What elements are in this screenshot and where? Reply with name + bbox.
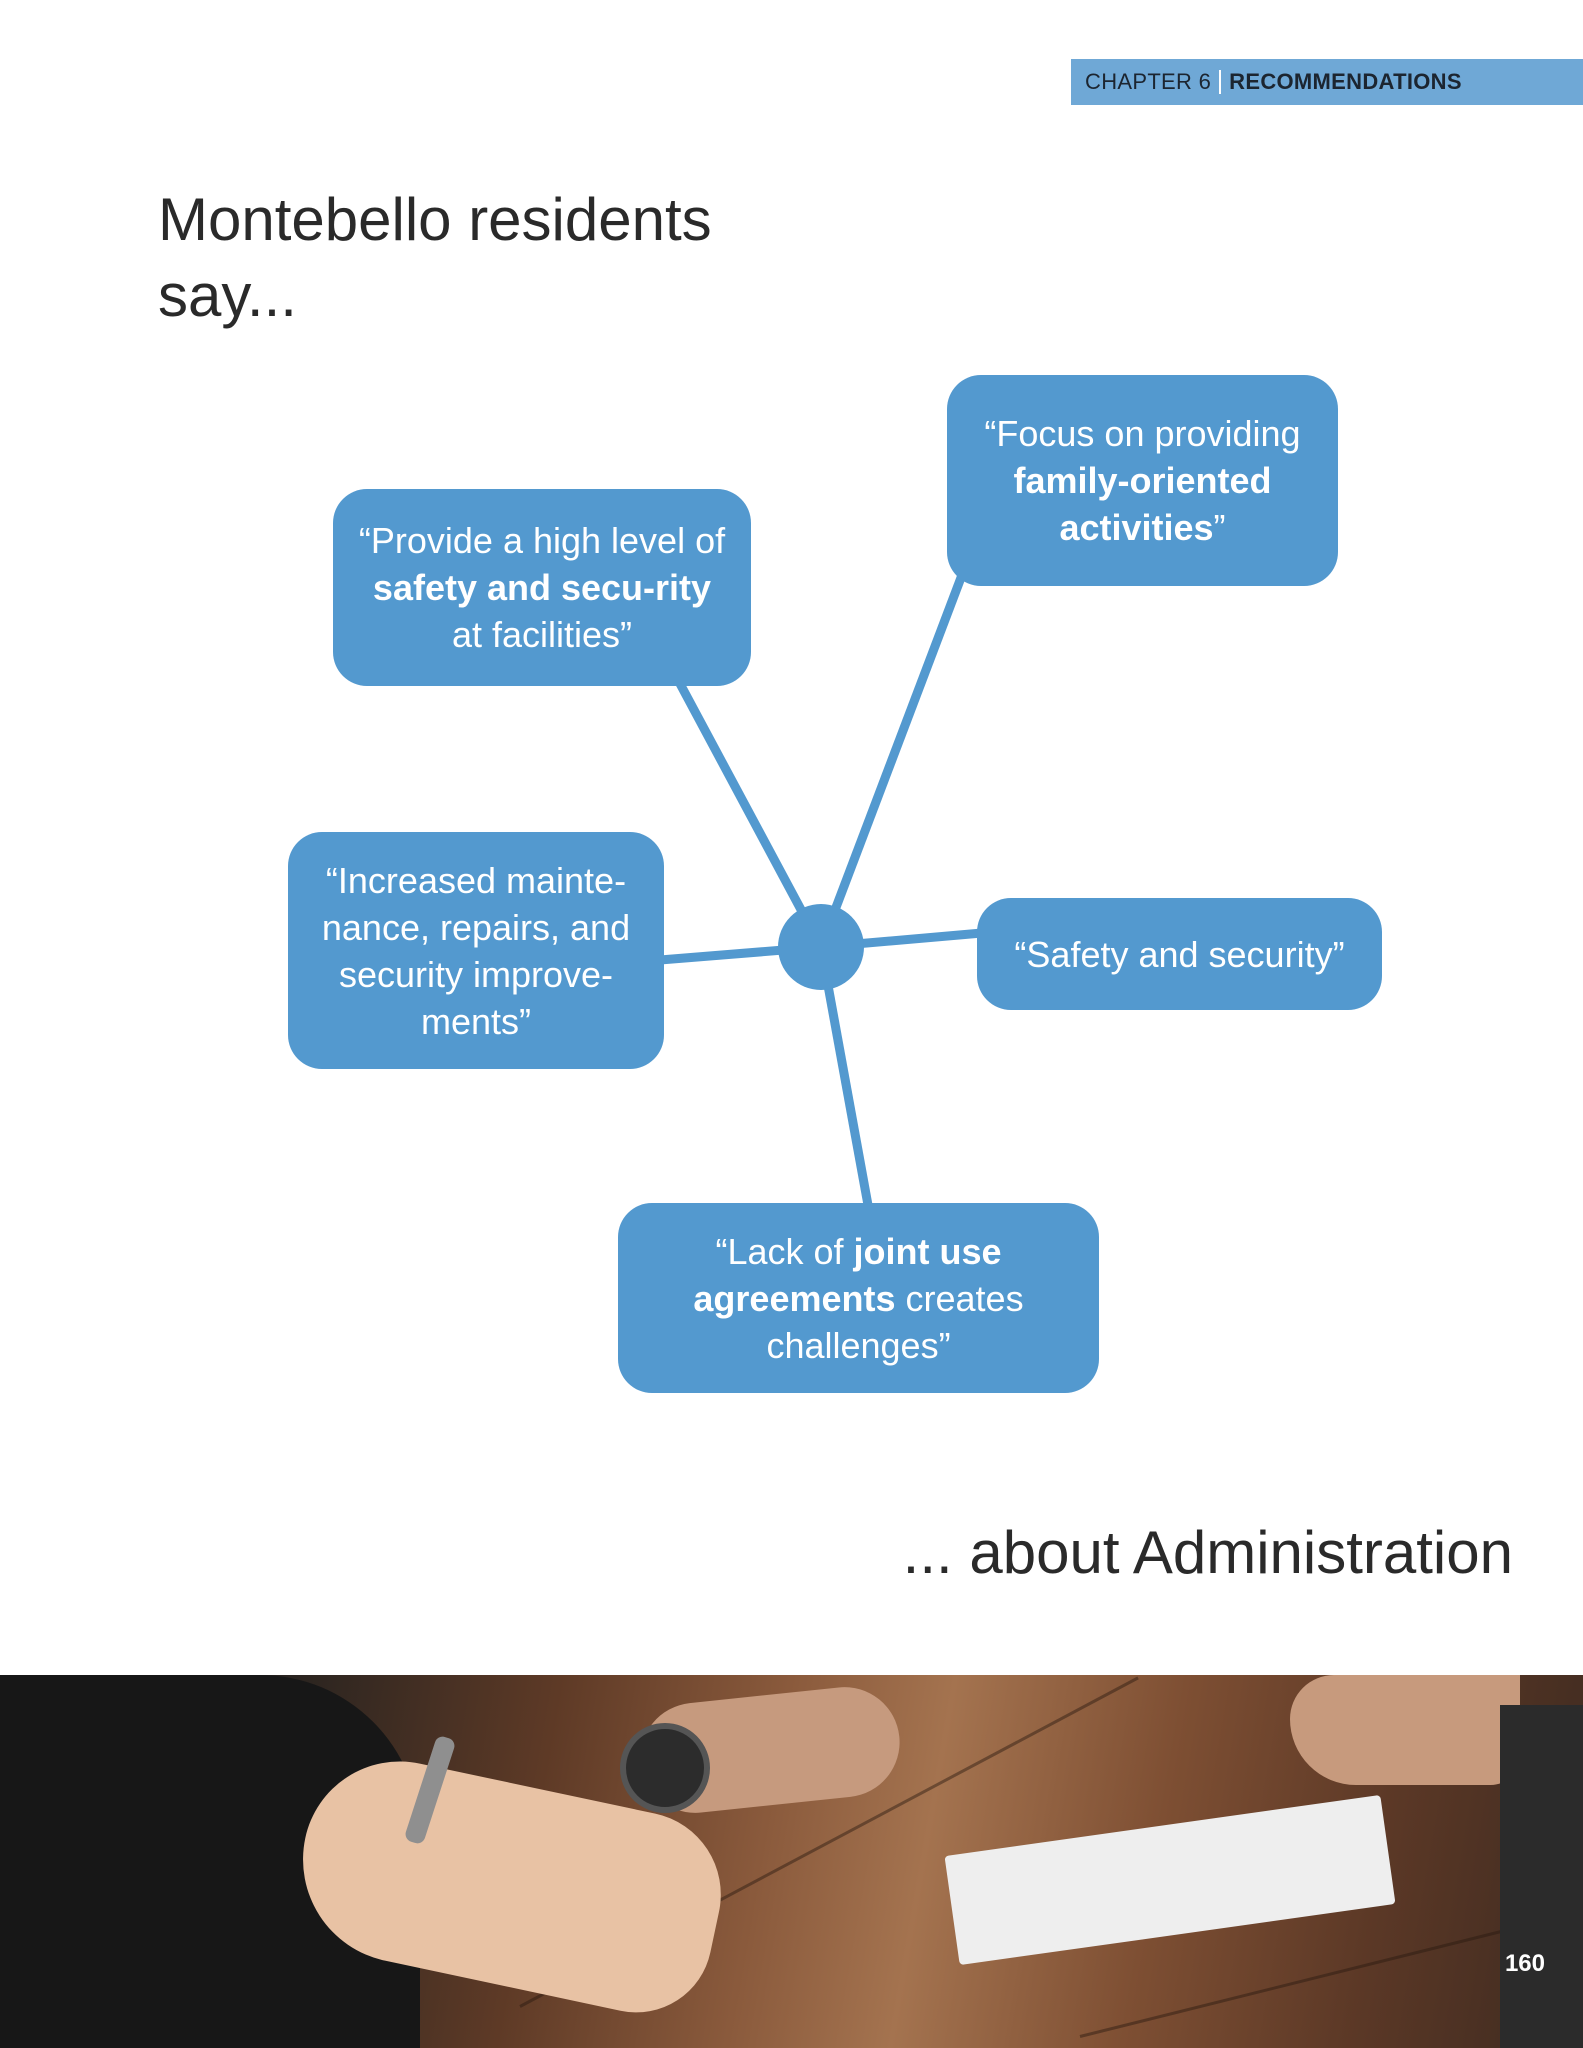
header-divider (1219, 70, 1222, 94)
section-label: RECOMMENDATIONS (1229, 69, 1462, 94)
quote-text: “Focus on providing family-oriented acti… (984, 413, 1301, 548)
section-subtitle: ... about Administration (902, 1519, 1513, 1586)
title-line-2: say... (158, 262, 297, 329)
chapter-label: CHAPTER 6 (1085, 69, 1212, 94)
quote-text: “Provide a high level of safety and secu… (358, 520, 726, 655)
quote-bubble-family: “Focus on providing family-oriented acti… (947, 375, 1338, 586)
quote-bubble-maintenance: “Increased mainte-nance, repairs, and se… (288, 832, 664, 1069)
title-line-1: Montebello residents (158, 186, 712, 253)
quote-bubble-joint-use: “Lack of joint use agreements creates ch… (618, 1203, 1099, 1393)
connector-family (816, 573, 967, 949)
chair-edge-shape (1500, 1705, 1583, 2048)
chapter-header: CHAPTER 6 RECOMMENDATIONS (1071, 59, 1583, 105)
connector-joint-use (816, 946, 873, 1206)
quote-text: “Increased mainte-nance, repairs, and se… (321, 859, 631, 1042)
notebook-shape (944, 1794, 1396, 1966)
quote-bubble-safety-facilities: “Provide a high level of safety and secu… (333, 489, 751, 686)
meeting-photo (0, 1675, 1583, 2048)
watch-shape (620, 1723, 710, 1813)
page-title: Montebello residents say... (158, 182, 712, 334)
hand-shape (1290, 1675, 1520, 1785)
connector-safety-facilities (666, 662, 825, 950)
quote-text: “Lack of joint use agreements creates ch… (693, 1230, 1024, 1366)
hub-circle (778, 904, 864, 990)
page-number: 160 (1504, 1950, 1545, 1977)
quote-text: “Safety and security” (1014, 933, 1345, 975)
quote-bubble-safety-security: “Safety and security” (977, 898, 1382, 1010)
